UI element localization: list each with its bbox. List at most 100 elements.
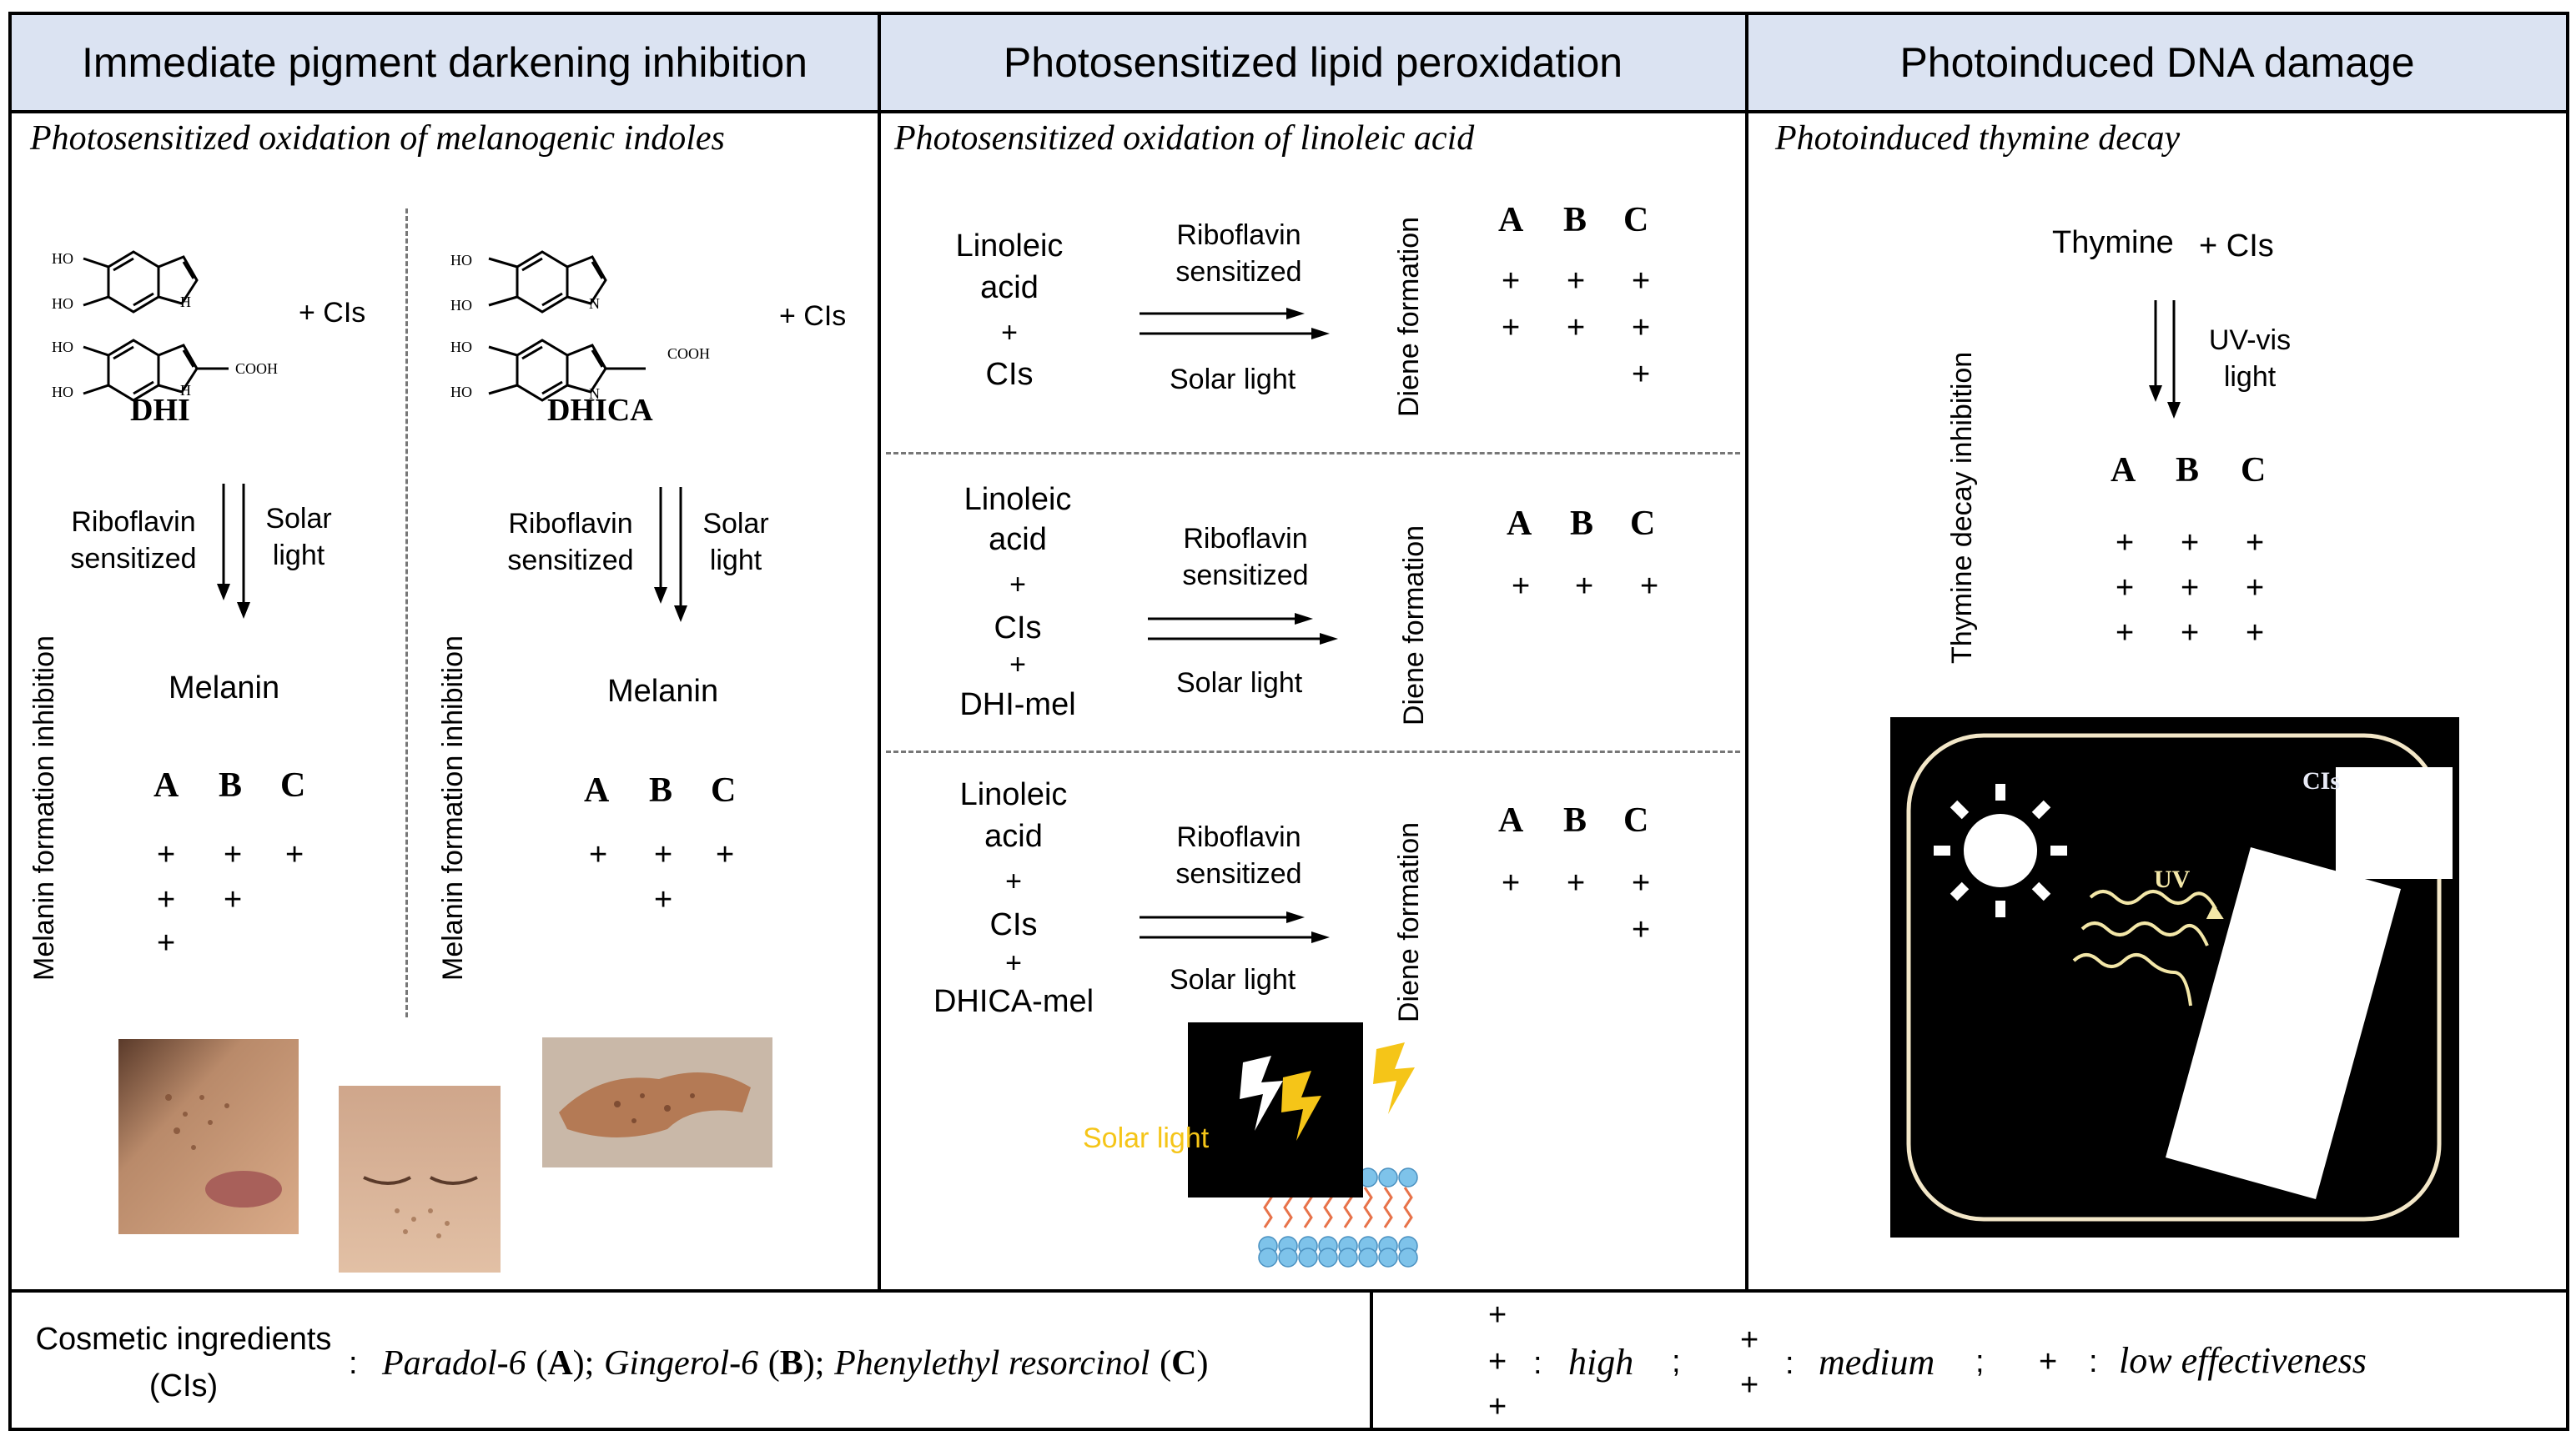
dhica-arrows [654, 487, 687, 622]
photo-hand-spots [542, 1037, 772, 1167]
thymine-plus-a2: + [2116, 570, 2135, 605]
bolt-icon [1373, 1042, 1415, 1114]
sunscreen-tube [2166, 847, 2401, 1199]
footer-colon: : [349, 1346, 358, 1381]
dhi-nh-2: H [180, 382, 191, 399]
row2-plus-a1: + [1512, 569, 1531, 604]
row3-reactant-2: + [1005, 866, 1022, 897]
ingredient-b-key: B [779, 1344, 803, 1383]
thymine-plus-b3: + [2181, 615, 2200, 650]
row3-abc-c: C [1623, 801, 1649, 840]
row1-plus-a2: + [1502, 310, 1521, 345]
footer-ingredients-label: Cosmetic ingredients (CIs) [35, 1322, 332, 1403]
row2-axis-label: Diene formation [1398, 525, 1430, 726]
header-title: Photosensitized lipid peroxidation [1003, 39, 1623, 86]
uv-wave-icon [2072, 890, 2224, 1007]
dhica-plus-a1: + [589, 837, 608, 872]
dhi-plus-b1: + [224, 837, 243, 872]
legend-medium: medium [1819, 1342, 1935, 1383]
dhi-arrows [217, 484, 250, 619]
dhica-oh-1: HO [450, 252, 472, 269]
header-lipid-peroxidation: Photosensitized lipid peroxidation [878, 12, 1748, 113]
row2-abc-b: B [1570, 505, 1594, 543]
thymine-arrows [2149, 300, 2181, 419]
ingredient-a-name: Paradol-6 [382, 1344, 526, 1383]
dhica-abc-c: C [711, 771, 737, 810]
row3-reactant-3: CIs [989, 907, 1038, 942]
dhi-oh-1: HO [52, 250, 73, 267]
thymine-plus-b1: + [2181, 525, 2200, 560]
thymine-abc-b: B [2176, 451, 2200, 490]
dhi-plus-cis: + CIs [299, 297, 366, 329]
row1-plus-b1: + [1567, 264, 1586, 299]
dhi-plus-a3: + [157, 926, 176, 961]
row1-plus-c1: + [1632, 264, 1651, 299]
row2-arrow-bottom: Solar light [1176, 667, 1303, 699]
panel1-divider [405, 208, 408, 1017]
legend-high: high [1568, 1342, 1634, 1383]
legend-sep-2: ; [1975, 1344, 1985, 1379]
dhi-oh-3: HO [52, 339, 73, 355]
thymine-plus-cis: + CIs [2199, 228, 2274, 264]
photo-face-closed-eyes [339, 1086, 501, 1273]
thymine-abc-a: A [2111, 451, 2136, 490]
dhi-axis-label: Melanin formation inhibition [28, 635, 60, 981]
header-dna-damage: Photoinduced DNA damage [1745, 12, 2569, 113]
sunscreen-cap [2336, 767, 2453, 879]
legend-medium-plus-2: + [1740, 1368, 1759, 1403]
row2-reactant-5: DHI-mel [959, 687, 1076, 722]
legend-colon-1: : [1533, 1346, 1542, 1381]
dhi-plus-a2: + [157, 882, 176, 917]
solar-membrane-illustration [1188, 1022, 1418, 1268]
legend-sep-1: ; [1672, 1344, 1681, 1379]
row3-plus-a1: + [1502, 866, 1521, 901]
row1-plus-c2: + [1632, 310, 1651, 345]
lipid-membrane [1258, 1167, 1418, 1268]
thymine-plus-c1: + [2246, 525, 2265, 560]
thymine-plus-b2: + [2181, 570, 2200, 605]
row3-arrow-bottom: Solar light [1170, 964, 1296, 996]
dhica-label: DHICA [547, 393, 653, 428]
legend-medium-plus-1: + [1740, 1323, 1759, 1358]
row2-reactant-3: CIs [994, 610, 1042, 645]
dhica-arrow-right-label: Solar light [702, 508, 769, 576]
legend-low-plus: + [2039, 1344, 2058, 1379]
thymine-axis-label: Thymine decay inhibition [1946, 351, 1978, 664]
thymine-plus-c3: + [2246, 615, 2265, 650]
dhica-plus-b1: + [654, 837, 673, 872]
legend-high-plus-2: + [1488, 1344, 1507, 1379]
sun-icon [1934, 784, 2067, 917]
row1-abc-a: A [1498, 201, 1524, 239]
dhi-abc-c: C [280, 766, 306, 805]
row1-arrow-top: Riboflavin sensitized [1175, 219, 1302, 288]
row2-reactant-2: + [1009, 569, 1026, 600]
dhi-arrow-right-label: Solar light [265, 503, 332, 571]
sep-2: ; [814, 1344, 825, 1383]
dhi-plus-a1: + [157, 837, 176, 872]
row1-plus-b2: + [1567, 310, 1586, 345]
dhica-nh-1: N [589, 295, 600, 312]
dhi-abc-b: B [219, 766, 243, 805]
dhica-arrow-left-label: Riboflavin sensitized [507, 508, 634, 576]
row2-reactant-1: acid [989, 522, 1047, 557]
dhica-abc-a: A [584, 771, 610, 810]
legend-colon-3: : [2089, 1344, 2098, 1379]
header-title: Photoinduced DNA damage [1899, 39, 2415, 86]
dhi-structure [83, 250, 229, 402]
row2-reactant-4: + [1009, 649, 1026, 680]
row2-abc-c: C [1630, 505, 1656, 543]
row2-plus-c1: + [1640, 569, 1659, 604]
row3-abc-a: A [1498, 801, 1524, 840]
row3-reactant-1: acid [984, 819, 1043, 854]
row3-reactant-4: + [1005, 947, 1022, 979]
row3-axis-label: Diene formation [1393, 821, 1425, 1022]
dhica-plus-b2: + [654, 882, 673, 917]
row1-reactant-3: CIs [985, 357, 1034, 392]
header-immediate-pigment-darkening: Immediate pigment darkening inhibition [8, 12, 881, 113]
dhica-abc-b: B [649, 771, 673, 810]
row1-abc-b: B [1563, 201, 1587, 239]
row3-reactant-5: DHICA-mel [933, 984, 1094, 1019]
dhica-plus-c1: + [716, 837, 735, 872]
row1-plus-c3: + [1632, 357, 1651, 392]
row2-reactant-0: Linoleic [963, 482, 1072, 517]
